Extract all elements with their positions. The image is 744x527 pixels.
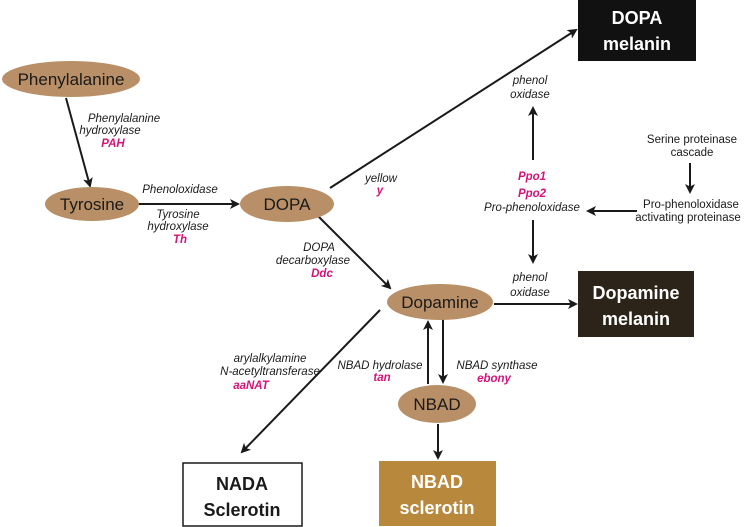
box-nbad-sclerotin-line2: sclerotin [399,498,474,518]
label-phenol-oxidase-bottom-line1: phenol [512,272,548,284]
box-dopa-melanin-line2: melanin [603,34,671,54]
node-tyrosine-label: Tyrosine [60,195,124,214]
node-nbad: NBAD [398,385,476,423]
label-ppo1: Ppo1 [518,171,546,183]
label-pro-phenoloxidase: Pro-phenoloxidase [484,202,580,214]
box-dopa-melanin: DOPA melanin [578,0,696,61]
label-pah-enzyme-line1: Phenylalanine [88,113,160,125]
node-dopamine-label: Dopamine [401,293,479,312]
label-phenol-oxidase-top-line1: phenol [512,75,548,87]
arrow-dopa-to-dopa-melanin [329,28,578,189]
label-th-gene: Th [173,234,187,246]
box-dopa-melanin-line1: DOPA [612,8,663,28]
label-aanat-enzyme-line2: N-acetyltransferase [220,366,320,378]
node-dopa: DOPA [240,186,334,222]
box-nbad-sclerotin-shape [379,461,496,526]
box-nbad-sclerotin: NBAD sclerotin [379,461,496,526]
label-tan-gene: tan [373,372,390,384]
node-dopamine: Dopamine [387,284,493,320]
label-ddc-enzyme-line1: DOPA [303,242,335,254]
label-ddc-gene: Ddc [311,268,333,280]
box-dopamine-melanin: Dopamine melanin [578,271,694,337]
box-nada-sclerotin-line2: Sclerotin [203,500,280,520]
node-dopa-shape [240,186,334,222]
box-dopa-melanin-shape [578,0,696,61]
label-yellow-gene: y [376,185,384,197]
label-serine-cascade-line1: Serine proteinase [647,134,737,146]
label-pah-gene: PAH [101,138,125,150]
box-nada-sclerotin: NADA Sclerotin [182,462,303,527]
box-nada-sclerotin-shape [182,462,303,527]
label-ppo-activating-line1: Pro-phenoloxidase [643,199,739,211]
arrow-dopa-to-dopamine [317,215,392,290]
label-th-enzyme-line1: Tyrosine [156,209,199,221]
node-dopamine-shape [387,284,493,320]
label-ppo2: Ppo2 [518,188,547,200]
box-nada-sclerotin-line1: NADA [216,474,268,494]
node-nbad-shape [398,385,476,423]
node-tyrosine-shape [45,187,139,221]
label-aanat-gene: aaNAT [233,380,270,392]
label-nbad-hydrolase: NBAD hydrolase [337,360,422,372]
box-dopamine-melanin-shape [578,271,694,337]
label-ddc-enzyme-line2: decarboxylase [276,255,350,267]
label-pah-enzyme-line2: hydroxylase [79,125,140,137]
node-phenylalanine-label: Phenylalanine [18,70,125,89]
label-th-enzyme-line2: hydroxylase [147,221,208,233]
node-nbad-label: NBAD [413,395,460,414]
node-phenylalanine-shape [2,61,140,97]
label-phenol-oxidase-bottom-line2: oxidase [510,287,550,299]
label-serine-cascade-line2: cascade [671,147,714,159]
node-dopa-label: DOPA [264,195,312,214]
label-ebony-gene: ebony [477,373,511,385]
label-nbad-synthase: NBAD synthase [456,360,537,372]
label-yellow-enzyme: yellow [364,173,398,185]
box-dopamine-melanin-line1: Dopamine [592,283,679,303]
box-nbad-sclerotin-line1: NBAD [411,472,463,492]
label-phenoloxidase: Phenoloxidase [142,184,217,196]
box-dopamine-melanin-line2: melanin [602,309,670,329]
node-tyrosine: Tyrosine [45,187,139,221]
label-ppo-activating-line2: activating proteinase [635,212,740,224]
label-phenol-oxidase-top-line2: oxidase [510,89,550,101]
arrow-dopamine-to-nada-sclerotin [240,309,381,454]
node-phenylalanine: Phenylalanine [2,61,140,97]
label-aanat-enzyme-line1: arylalkylamine [234,353,307,365]
arrow-phenylalanine-to-tyrosine [65,97,93,188]
